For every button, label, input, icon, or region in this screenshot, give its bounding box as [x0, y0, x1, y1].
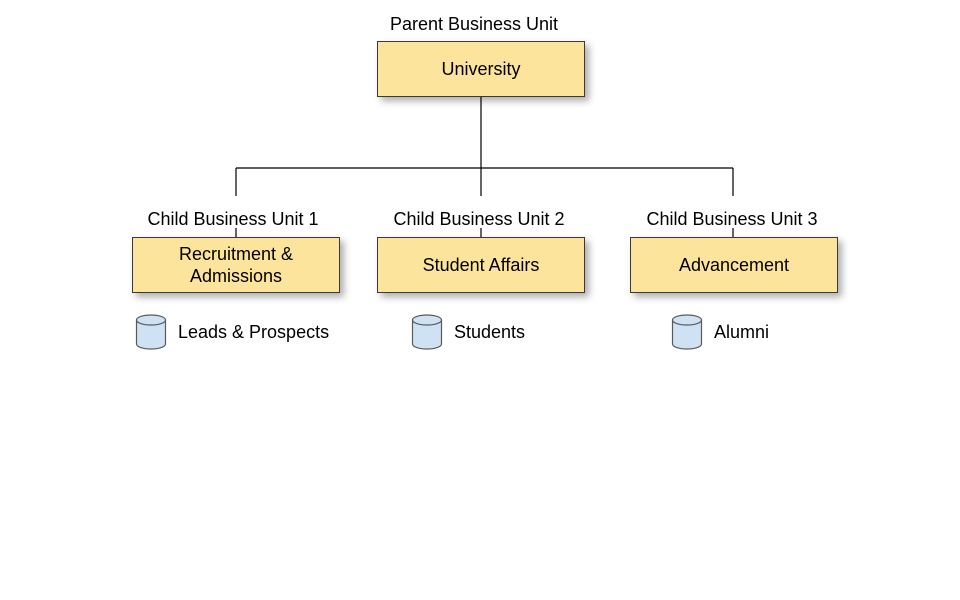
parent-unit-caption: Parent Business Unit [389, 14, 559, 34]
parent-unit-box[interactable]: University [377, 41, 585, 97]
child-unit-1-data-store: Leads & Prospects [135, 314, 329, 350]
database-icon [411, 314, 443, 350]
child-unit-3-data-label: Alumni [714, 322, 770, 342]
child-unit-2-caption: Child Business Unit 2 [393, 209, 565, 229]
child-unit-3-data-store: Alumni [671, 314, 769, 350]
child-unit-2-name: Student Affairs [422, 255, 540, 275]
child-unit-1-box[interactable]: Recruitment & Admissions [132, 237, 340, 293]
child-unit-2-data-store: Students [411, 314, 525, 350]
child-unit-1-name: Recruitment & Admissions [178, 244, 294, 286]
parent-unit-name: University [441, 59, 521, 79]
child-unit-3-caption: Child Business Unit 3 [646, 209, 818, 229]
child-unit-2-box[interactable]: Student Affairs [377, 237, 585, 293]
database-icon [135, 314, 167, 350]
database-icon [671, 314, 703, 350]
child-unit-1-caption: Child Business Unit 1 [147, 209, 319, 229]
child-unit-1-data-label: Leads & Prospects [178, 322, 330, 342]
child-unit-3-box[interactable]: Advancement [630, 237, 838, 293]
child-unit-2-data-label: Students [454, 322, 526, 342]
child-unit-3-name: Advancement [678, 255, 790, 275]
